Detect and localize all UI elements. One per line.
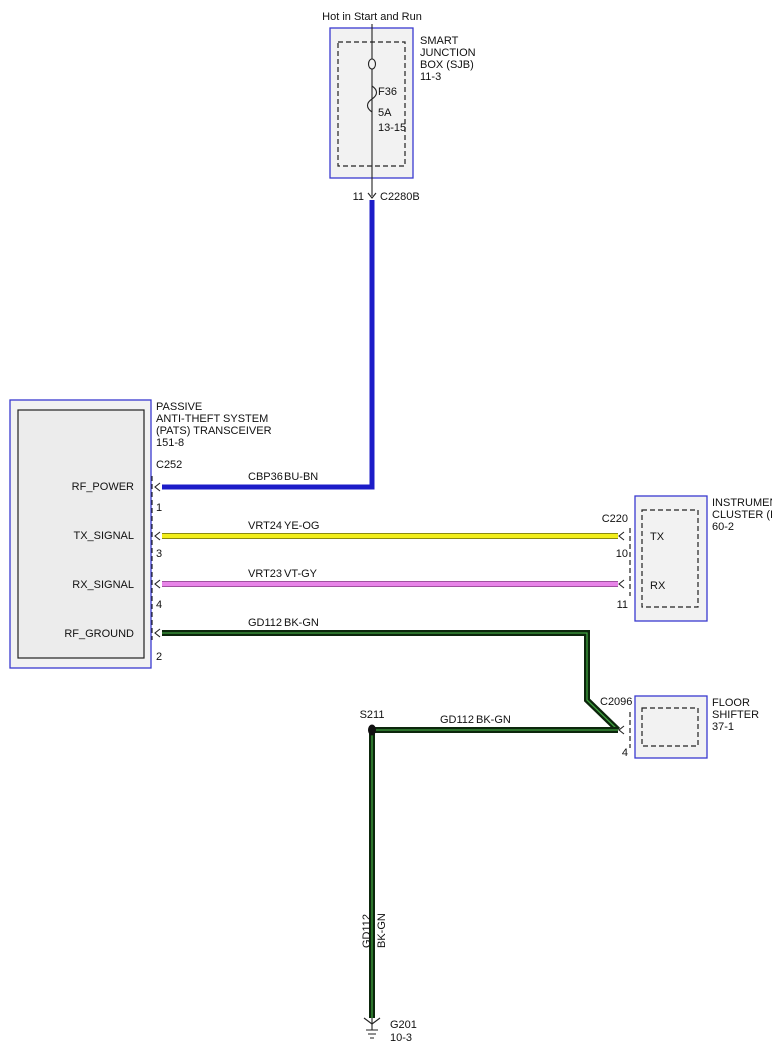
sjb-name-line-2: JUNCTION bbox=[420, 47, 476, 59]
fuse-element-icon bbox=[366, 85, 378, 113]
wire-gd112-ground-color: BK-GN bbox=[376, 913, 388, 948]
sjb-fuse-rating: 5A bbox=[378, 107, 392, 119]
ground-label: G201 bbox=[390, 1019, 417, 1031]
pats-pin4-chevron-icon bbox=[154, 579, 161, 589]
ic-module[interactable]: INSTRUMENT CLUSTER (IC) 60-2 C220 TX 10 … bbox=[602, 495, 772, 622]
wire-cbp36-circuit: CBP36 bbox=[248, 471, 283, 483]
wire-gd112-ground[interactable]: GD112 BK-GN bbox=[361, 730, 388, 1018]
ground-ref: 10-3 bbox=[390, 1032, 412, 1044]
sjb-name-line-1: SMART bbox=[420, 35, 459, 47]
pats-pin1-number: 1 bbox=[156, 502, 162, 514]
pats-signal-tx: TX_SIGNAL bbox=[73, 530, 134, 542]
ground-g201[interactable]: G201 10-3 bbox=[363, 1017, 417, 1044]
wire-gd112-splice[interactable]: GD112 BK-GN bbox=[372, 714, 618, 733]
floor-shifter-name-line-3: 37-1 bbox=[712, 721, 734, 733]
wire-vrt23-color: VT-GY bbox=[284, 568, 318, 580]
pats-signal-rx: RX_SIGNAL bbox=[72, 579, 134, 591]
ic-connector-id: C220 bbox=[602, 513, 628, 525]
splice-s211[interactable]: S211 bbox=[360, 709, 385, 736]
pats-inner-box bbox=[17, 409, 145, 659]
wire-vrt23[interactable]: VRT23 VT-GY bbox=[162, 568, 618, 587]
ic-inner-dashed-box bbox=[641, 509, 699, 608]
wire-vrt23-circuit: VRT23 bbox=[248, 568, 282, 580]
ic-signal-tx: TX bbox=[650, 531, 665, 543]
wire-gd112-pats[interactable]: GD112 BK-GN bbox=[162, 617, 621, 733]
floor-shifter-module[interactable]: FLOOR SHIFTER 37-1 C2096 4 bbox=[600, 695, 759, 759]
sjb-connector-id: C2280B bbox=[380, 191, 420, 203]
pats-pin4-number: 4 bbox=[156, 599, 162, 611]
wire-cbp36-color: BU-BN bbox=[284, 471, 318, 483]
wire-gd112-pats-circuit: GD112 bbox=[248, 617, 282, 629]
pats-pin2-chevron-icon bbox=[154, 628, 161, 638]
wire-vrt24-circuit: VRT24 bbox=[248, 520, 282, 532]
pats-pin3-number: 3 bbox=[156, 548, 162, 560]
pats-pin3-chevron-icon bbox=[154, 531, 161, 541]
floor-shifter-name-line-1: FLOOR bbox=[712, 697, 750, 709]
ic-pin11-number: 11 bbox=[617, 599, 628, 611]
ic-name-line-1: INSTRUMENT bbox=[712, 497, 772, 509]
pats-name-line-1: PASSIVE bbox=[156, 401, 202, 413]
pats-connector-id: C252 bbox=[156, 459, 182, 471]
ic-pin10-chevron-icon bbox=[618, 531, 625, 541]
sjb-module[interactable]: Hot in Start and Run F36 5A 13-15 SMART … bbox=[322, 11, 475, 203]
wire-vrt24[interactable]: VRT24 YE-OG bbox=[162, 520, 618, 539]
fuse-icon bbox=[367, 58, 377, 70]
sjb-pin-number: 11 bbox=[353, 191, 364, 203]
sjb-fuse-ref: 13-15 bbox=[378, 122, 406, 134]
pats-pin2-number: 2 bbox=[156, 651, 162, 663]
sjb-supply-label: Hot in Start and Run bbox=[322, 11, 422, 23]
floor-shifter-name-line-2: SHIFTER bbox=[712, 709, 759, 721]
pats-signal-rf-power: RF_POWER bbox=[72, 481, 134, 493]
floor-shifter-pin-chevron-icon bbox=[618, 725, 625, 735]
wire-gd112-splice-circuit: GD112 bbox=[440, 714, 474, 726]
ic-signal-rx: RX bbox=[650, 580, 666, 592]
ic-pin10-number: 10 bbox=[616, 548, 628, 560]
sjb-name-line-4: 11-3 bbox=[420, 71, 441, 83]
pats-name-line-2: ANTI-THEFT SYSTEM bbox=[156, 413, 268, 425]
pats-pin1-chevron-icon bbox=[154, 482, 161, 492]
wire-gd112-ground-circuit: GD112 bbox=[361, 914, 373, 948]
floor-shifter-inner-dashed-box bbox=[641, 707, 699, 747]
floor-shifter-pin-number: 4 bbox=[622, 747, 628, 759]
wire-vrt24-color: YE-OG bbox=[284, 520, 319, 532]
ic-pin11-chevron-icon bbox=[618, 579, 625, 589]
wire-cbp36-path bbox=[162, 200, 375, 490]
pats-name-line-4: 151-8 bbox=[156, 437, 184, 449]
sjb-fuse-id: F36 bbox=[378, 86, 397, 98]
pats-signal-rf-ground: RF_GROUND bbox=[64, 628, 134, 640]
wire-cbp36[interactable]: CBP36 BU-BN bbox=[162, 200, 375, 490]
wire-gd112-pats-stripe bbox=[162, 632, 619, 731]
wire-gd112-pats-path bbox=[162, 630, 621, 733]
ic-name-line-3: 60-2 bbox=[712, 521, 734, 533]
wire-gd112-pats-color: BK-GN bbox=[284, 617, 319, 629]
wire-gd112-splice-color: BK-GN bbox=[476, 714, 511, 726]
floor-shifter-outer-box bbox=[634, 695, 708, 759]
sjb-name-line-3: BOX (SJB) bbox=[420, 59, 474, 71]
sjb-connector-chevron-icon bbox=[367, 192, 377, 199]
splice-label: S211 bbox=[360, 709, 385, 721]
floor-shifter-connector-id: C2096 bbox=[600, 696, 632, 708]
ic-outer-box bbox=[634, 495, 708, 622]
splice-dot-icon bbox=[368, 724, 376, 736]
pats-name-line-3: (PATS) TRANSCEIVER bbox=[156, 425, 272, 437]
ic-name-line-2: CLUSTER (IC) bbox=[712, 509, 772, 521]
pats-module[interactable]: PASSIVE ANTI-THEFT SYSTEM (PATS) TRANSCE… bbox=[9, 399, 272, 669]
